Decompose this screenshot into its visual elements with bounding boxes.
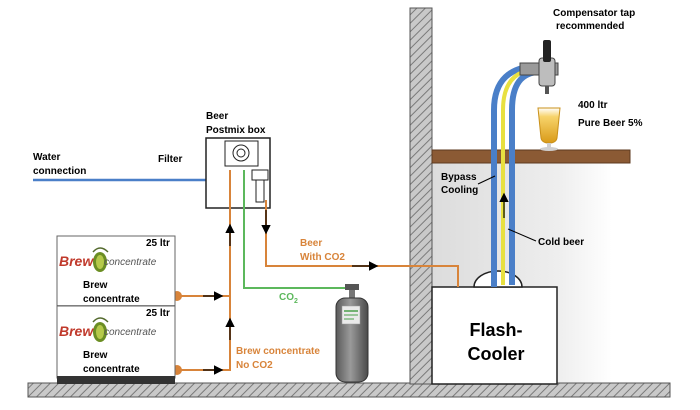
beer-co2-label-2: With CO2 xyxy=(300,252,345,263)
hop-logo-icon xyxy=(92,317,109,342)
flash-cooler-label-1: Flash- xyxy=(469,320,522,340)
concentrate-box-bottom: 25 ltr Brew concentrate Brew concentrate xyxy=(56,305,176,384)
box-top-brand-brew: Brew xyxy=(59,253,94,269)
box-bottom-brand-concentrate: concentrate xyxy=(104,327,157,338)
box-bottom-volume: 25 ltr xyxy=(146,308,170,319)
flash-cooler xyxy=(431,286,558,385)
postmix-label-2: Postmix box xyxy=(206,125,266,136)
compensator-tap xyxy=(519,40,559,94)
co2-label: CO2 xyxy=(279,292,298,305)
cold-beer-leader xyxy=(507,228,537,242)
pure-beer-label-2: Pure Beer 5% xyxy=(578,118,643,129)
postmix-mixer xyxy=(251,169,269,181)
floor xyxy=(27,382,671,398)
beer-co2-label-1: Beer xyxy=(300,238,322,249)
box-top-volume: 25 ltr xyxy=(146,238,170,249)
box-top-brand-concentrate: concentrate xyxy=(104,257,157,268)
filter-label: Filter xyxy=(158,154,183,165)
bypass-cooling-label-2: Cooling xyxy=(441,185,478,196)
bar-counter-top xyxy=(431,149,631,164)
box-bottom-content-1: Brew xyxy=(83,350,108,361)
co2-bottle-icon xyxy=(335,284,369,383)
beer-glass-icon xyxy=(537,107,561,151)
pure-beer-label-1: 400 ltr xyxy=(578,100,608,111)
bypass-cooling-leader xyxy=(477,175,496,185)
compensator-tap-label-1: Compensator tap xyxy=(553,8,635,19)
box-top-content-2: concentrate xyxy=(83,294,140,305)
brew-concentrate-label-2: No CO2 xyxy=(236,360,273,371)
postmix-pump-hub xyxy=(236,148,246,158)
cold-beer-label: Cold beer xyxy=(538,237,584,248)
wall xyxy=(409,7,433,385)
box-top-content-1: Brew xyxy=(83,280,108,291)
brew-concentrate-label-1: Brew concentrate xyxy=(236,346,320,357)
water-connection-label-2: connection xyxy=(33,166,86,177)
concentrate-box-top: 25 ltr Brew concentrate Brew concentrate xyxy=(56,235,176,307)
hop-logo-icon xyxy=(92,247,109,272)
compensator-tap-label-2: recommended xyxy=(556,21,624,32)
box-bottom-brand-brew: Brew xyxy=(59,323,94,339)
water-connection-label-1: Water xyxy=(33,152,61,163)
flash-cooler-label-2: Cooler xyxy=(467,344,524,364)
bypass-cooling-label-1: Bypass xyxy=(441,172,477,183)
box-bottom-content-2: concentrate xyxy=(83,364,140,375)
postmix-mixer-stem xyxy=(255,179,265,203)
postmix-label-1: Beer xyxy=(206,111,228,122)
